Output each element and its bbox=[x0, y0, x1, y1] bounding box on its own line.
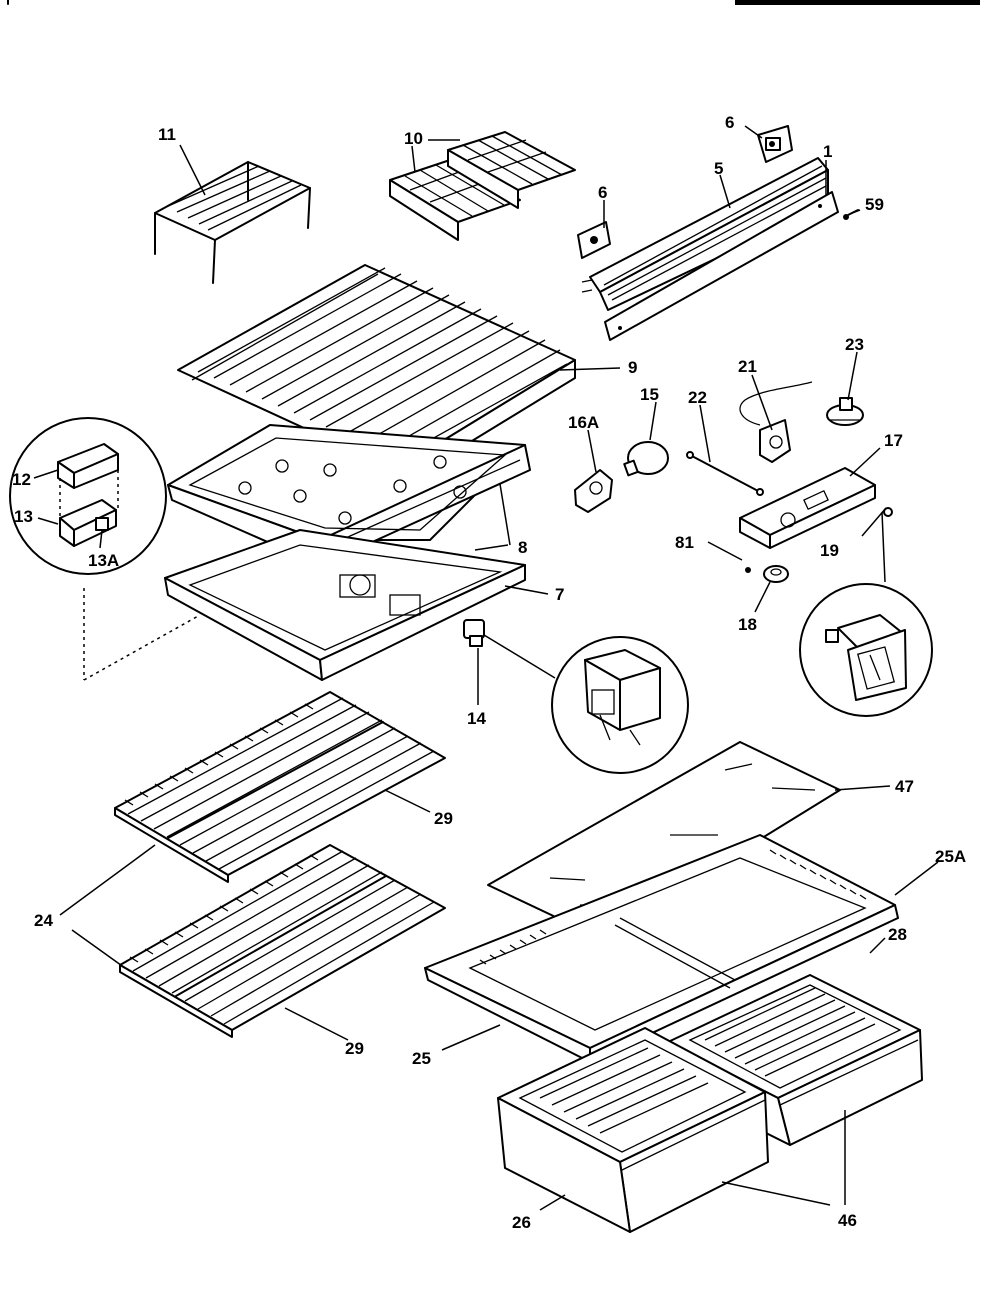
label-13a: 13A bbox=[88, 551, 119, 570]
label-25: 25 bbox=[412, 1049, 431, 1068]
label-29-lower: 29 bbox=[345, 1039, 364, 1058]
label-7: 7 bbox=[555, 585, 564, 604]
label-12: 12 bbox=[12, 470, 31, 489]
knob-18-part bbox=[763, 565, 789, 583]
tray-part bbox=[164, 529, 526, 681]
label-21: 21 bbox=[738, 357, 757, 376]
thermostat-part bbox=[739, 381, 813, 463]
knob-part bbox=[826, 397, 864, 426]
switch-detail-circle bbox=[551, 636, 689, 774]
control-box-part bbox=[739, 467, 876, 549]
crisper-cover-part bbox=[424, 834, 899, 1063]
small-switch-part bbox=[883, 507, 893, 517]
label-22: 22 bbox=[688, 388, 707, 407]
label-46: 46 bbox=[838, 1211, 857, 1230]
label-14: 14 bbox=[467, 709, 486, 728]
label-24: 24 bbox=[34, 911, 53, 930]
wire-rack-part bbox=[154, 161, 311, 284]
label-10: 10 bbox=[404, 129, 423, 148]
control-housing-part bbox=[581, 157, 829, 311]
label-13: 13 bbox=[14, 507, 33, 526]
label-29-upper: 29 bbox=[434, 809, 453, 828]
label-28: 28 bbox=[888, 925, 907, 944]
label-19: 19 bbox=[820, 541, 839, 560]
label-81: 81 bbox=[675, 533, 694, 552]
label-26: 26 bbox=[512, 1213, 531, 1232]
label-8: 8 bbox=[518, 538, 527, 557]
label-25a: 25A bbox=[935, 847, 966, 866]
wire-shelf-upper-part bbox=[114, 691, 446, 883]
screw-81-part bbox=[745, 567, 751, 573]
switch-small-part bbox=[463, 619, 485, 647]
bracket-top-part bbox=[757, 125, 793, 163]
light-bulb-part bbox=[623, 441, 669, 477]
label-1: 1 bbox=[823, 142, 832, 161]
part-labels: 11 10 6 1 5 6 59 9 23 21 15 22 16A 17 12… bbox=[12, 113, 966, 1232]
wire-shelf-lower-part bbox=[119, 844, 446, 1038]
leader-lines bbox=[33, 125, 939, 1211]
door-bin-detail-circle bbox=[9, 417, 201, 681]
label-9: 9 bbox=[628, 358, 637, 377]
crisper-drawer-left-part bbox=[497, 1027, 769, 1233]
label-5: 5 bbox=[714, 159, 723, 178]
header-fragment bbox=[735, 0, 980, 5]
bracket-part bbox=[577, 221, 611, 259]
label-6: 6 bbox=[598, 183, 607, 202]
label-6-top: 6 bbox=[725, 113, 734, 132]
light-socket-part bbox=[574, 469, 613, 513]
ice-tray-part bbox=[389, 131, 576, 241]
label-16a: 16A bbox=[568, 413, 599, 432]
rod-part bbox=[686, 451, 764, 496]
label-59: 59 bbox=[865, 195, 884, 214]
label-47: 47 bbox=[895, 777, 914, 796]
rocker-switch-detail-circle bbox=[799, 583, 933, 717]
panel-strip-part bbox=[604, 191, 839, 341]
label-23: 23 bbox=[845, 335, 864, 354]
label-18: 18 bbox=[738, 615, 757, 634]
label-11: 11 bbox=[158, 125, 176, 144]
label-17: 17 bbox=[884, 431, 903, 450]
label-15: 15 bbox=[640, 385, 659, 404]
